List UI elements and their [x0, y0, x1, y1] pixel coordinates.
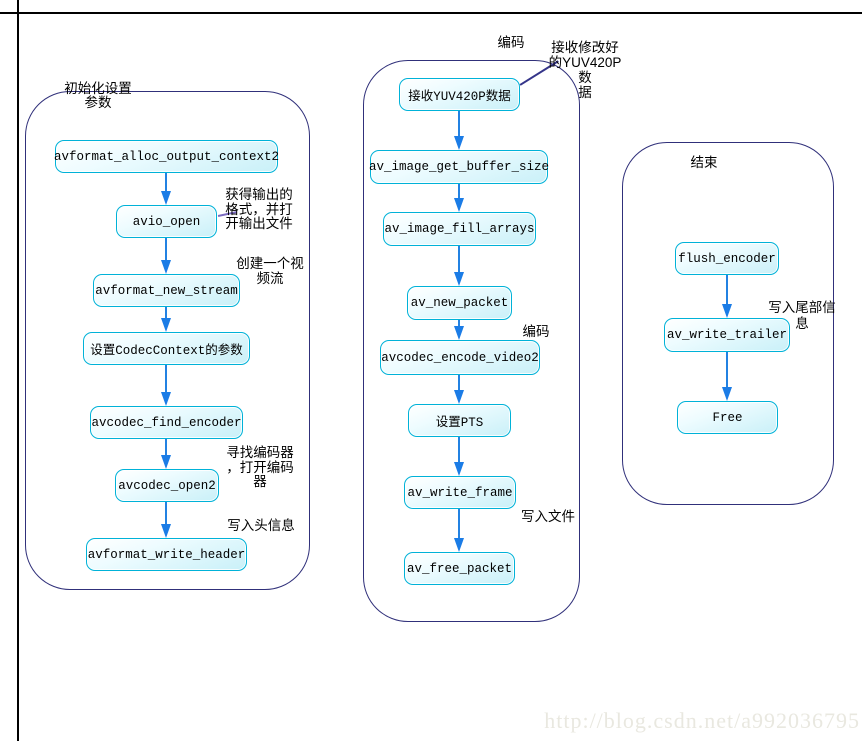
- group-end-container: [622, 142, 834, 505]
- node-set-pts: 设置PTS: [408, 404, 511, 437]
- node-avcodec-encode-video2: avcodec_encode_video2: [380, 340, 540, 375]
- node-avcodec-find-encoder: avcodec_find_encoder: [90, 406, 243, 439]
- flow-arrow-icon: [160, 438, 172, 469]
- note-avio-open: 获得输出的 格式，并打 开输出文件: [225, 187, 293, 231]
- flow-arrow-icon: [453, 509, 465, 552]
- flow-arrow-icon: [160, 173, 172, 205]
- flow-arrow-icon: [453, 111, 465, 150]
- flow-arrow-icon: [160, 307, 172, 332]
- group-encode-container: [363, 60, 580, 622]
- node-free: Free: [677, 401, 778, 434]
- node-set-codeccontext-params: 设置CodecContext的参数: [83, 332, 250, 365]
- node-avformat-write-header: avformat_write_header: [86, 538, 247, 571]
- flow-arrow-icon: [721, 275, 733, 318]
- note-write-trailer: 写入尾部信 息: [768, 300, 836, 331]
- node-av-image-fill-arrays: av_image_fill_arrays: [383, 212, 536, 246]
- flow-arrow-icon: [721, 352, 733, 401]
- group-init-container: [25, 91, 310, 590]
- node-avformat-new-stream: avformat_new_stream: [93, 274, 240, 307]
- flow-arrow-icon: [160, 365, 172, 406]
- note-receive-modified-yuv: 接收修改好 的YUV420P数 据: [548, 40, 622, 100]
- flow-arrow-icon: [453, 320, 465, 340]
- node-av-free-packet: av_free_packet: [404, 552, 515, 585]
- note-encode: 编码: [522, 324, 550, 339]
- flow-arrow-icon: [453, 246, 465, 286]
- canvas-frame-line-horizontal: [0, 12, 862, 14]
- node-avformat-alloc-output-context2: avformat_alloc_output_context2: [54, 140, 279, 173]
- flow-arrow-icon: [453, 184, 465, 212]
- node-avio-open: avio_open: [116, 205, 217, 238]
- group-encode-title: 编码: [497, 35, 525, 50]
- note-new-stream: 创建一个视 频流: [236, 256, 304, 286]
- node-av-new-packet: av_new_packet: [407, 286, 512, 320]
- node-avcodec-open2: avcodec_open2: [115, 469, 219, 502]
- group-end-title: 结束: [690, 155, 718, 170]
- flow-arrow-icon: [453, 437, 465, 476]
- note-open-encoder: 寻找编码器 ，打开编码 器: [226, 445, 294, 489]
- note-write-header: 写入头信息: [227, 518, 295, 533]
- node-av-write-frame: av_write_frame: [404, 476, 516, 509]
- flow-arrow-icon: [160, 502, 172, 538]
- node-av-write-trailer: av_write_trailer: [664, 318, 790, 352]
- flow-arrow-icon: [160, 238, 172, 274]
- node-flush-encoder: flush_encoder: [675, 242, 779, 275]
- watermark-url: http://blog.csdn.net/a992036795: [544, 708, 860, 733]
- flow-arrow-icon: [453, 375, 465, 404]
- note-write-file: 写入文件: [521, 509, 575, 524]
- node-av-image-get-buffer-size: av_image_get_buffer_size: [369, 150, 549, 184]
- canvas-frame-line-vertical: [17, 0, 19, 741]
- group-init-title: 初始化设置 参数: [64, 81, 132, 110]
- node-receive-yuv420p: 接收YUV420P数据: [399, 78, 520, 111]
